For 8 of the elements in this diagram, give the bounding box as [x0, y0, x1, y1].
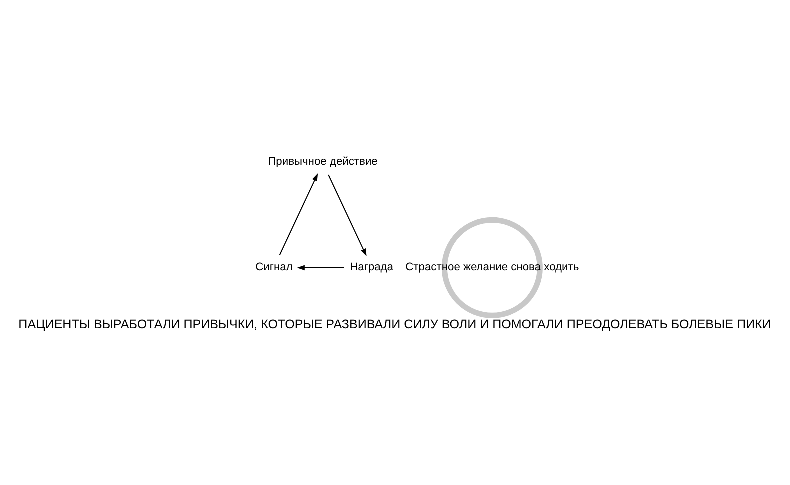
arrow — [297, 265, 344, 271]
node-text: Сигнал — [256, 262, 293, 274]
node-text: Привычное действие — [268, 156, 378, 168]
arrow — [328, 174, 367, 257]
node-text: Награда — [350, 262, 394, 274]
arrow — [279, 174, 318, 256]
node-label: Страстное желание снова ходить — [406, 262, 580, 274]
caption: ПАЦИЕНТЫ ВЫРАБОТАЛИ ПРИВЫЧКИ, КОТОРЫЕ РАЗВИВАЛИ СИЛУ ВОЛИ И ПОМОГАЛИ ПРЕОДОЛЕВАТЬ БОЛЕВЫЕ ПИКИ — [18, 318, 772, 332]
